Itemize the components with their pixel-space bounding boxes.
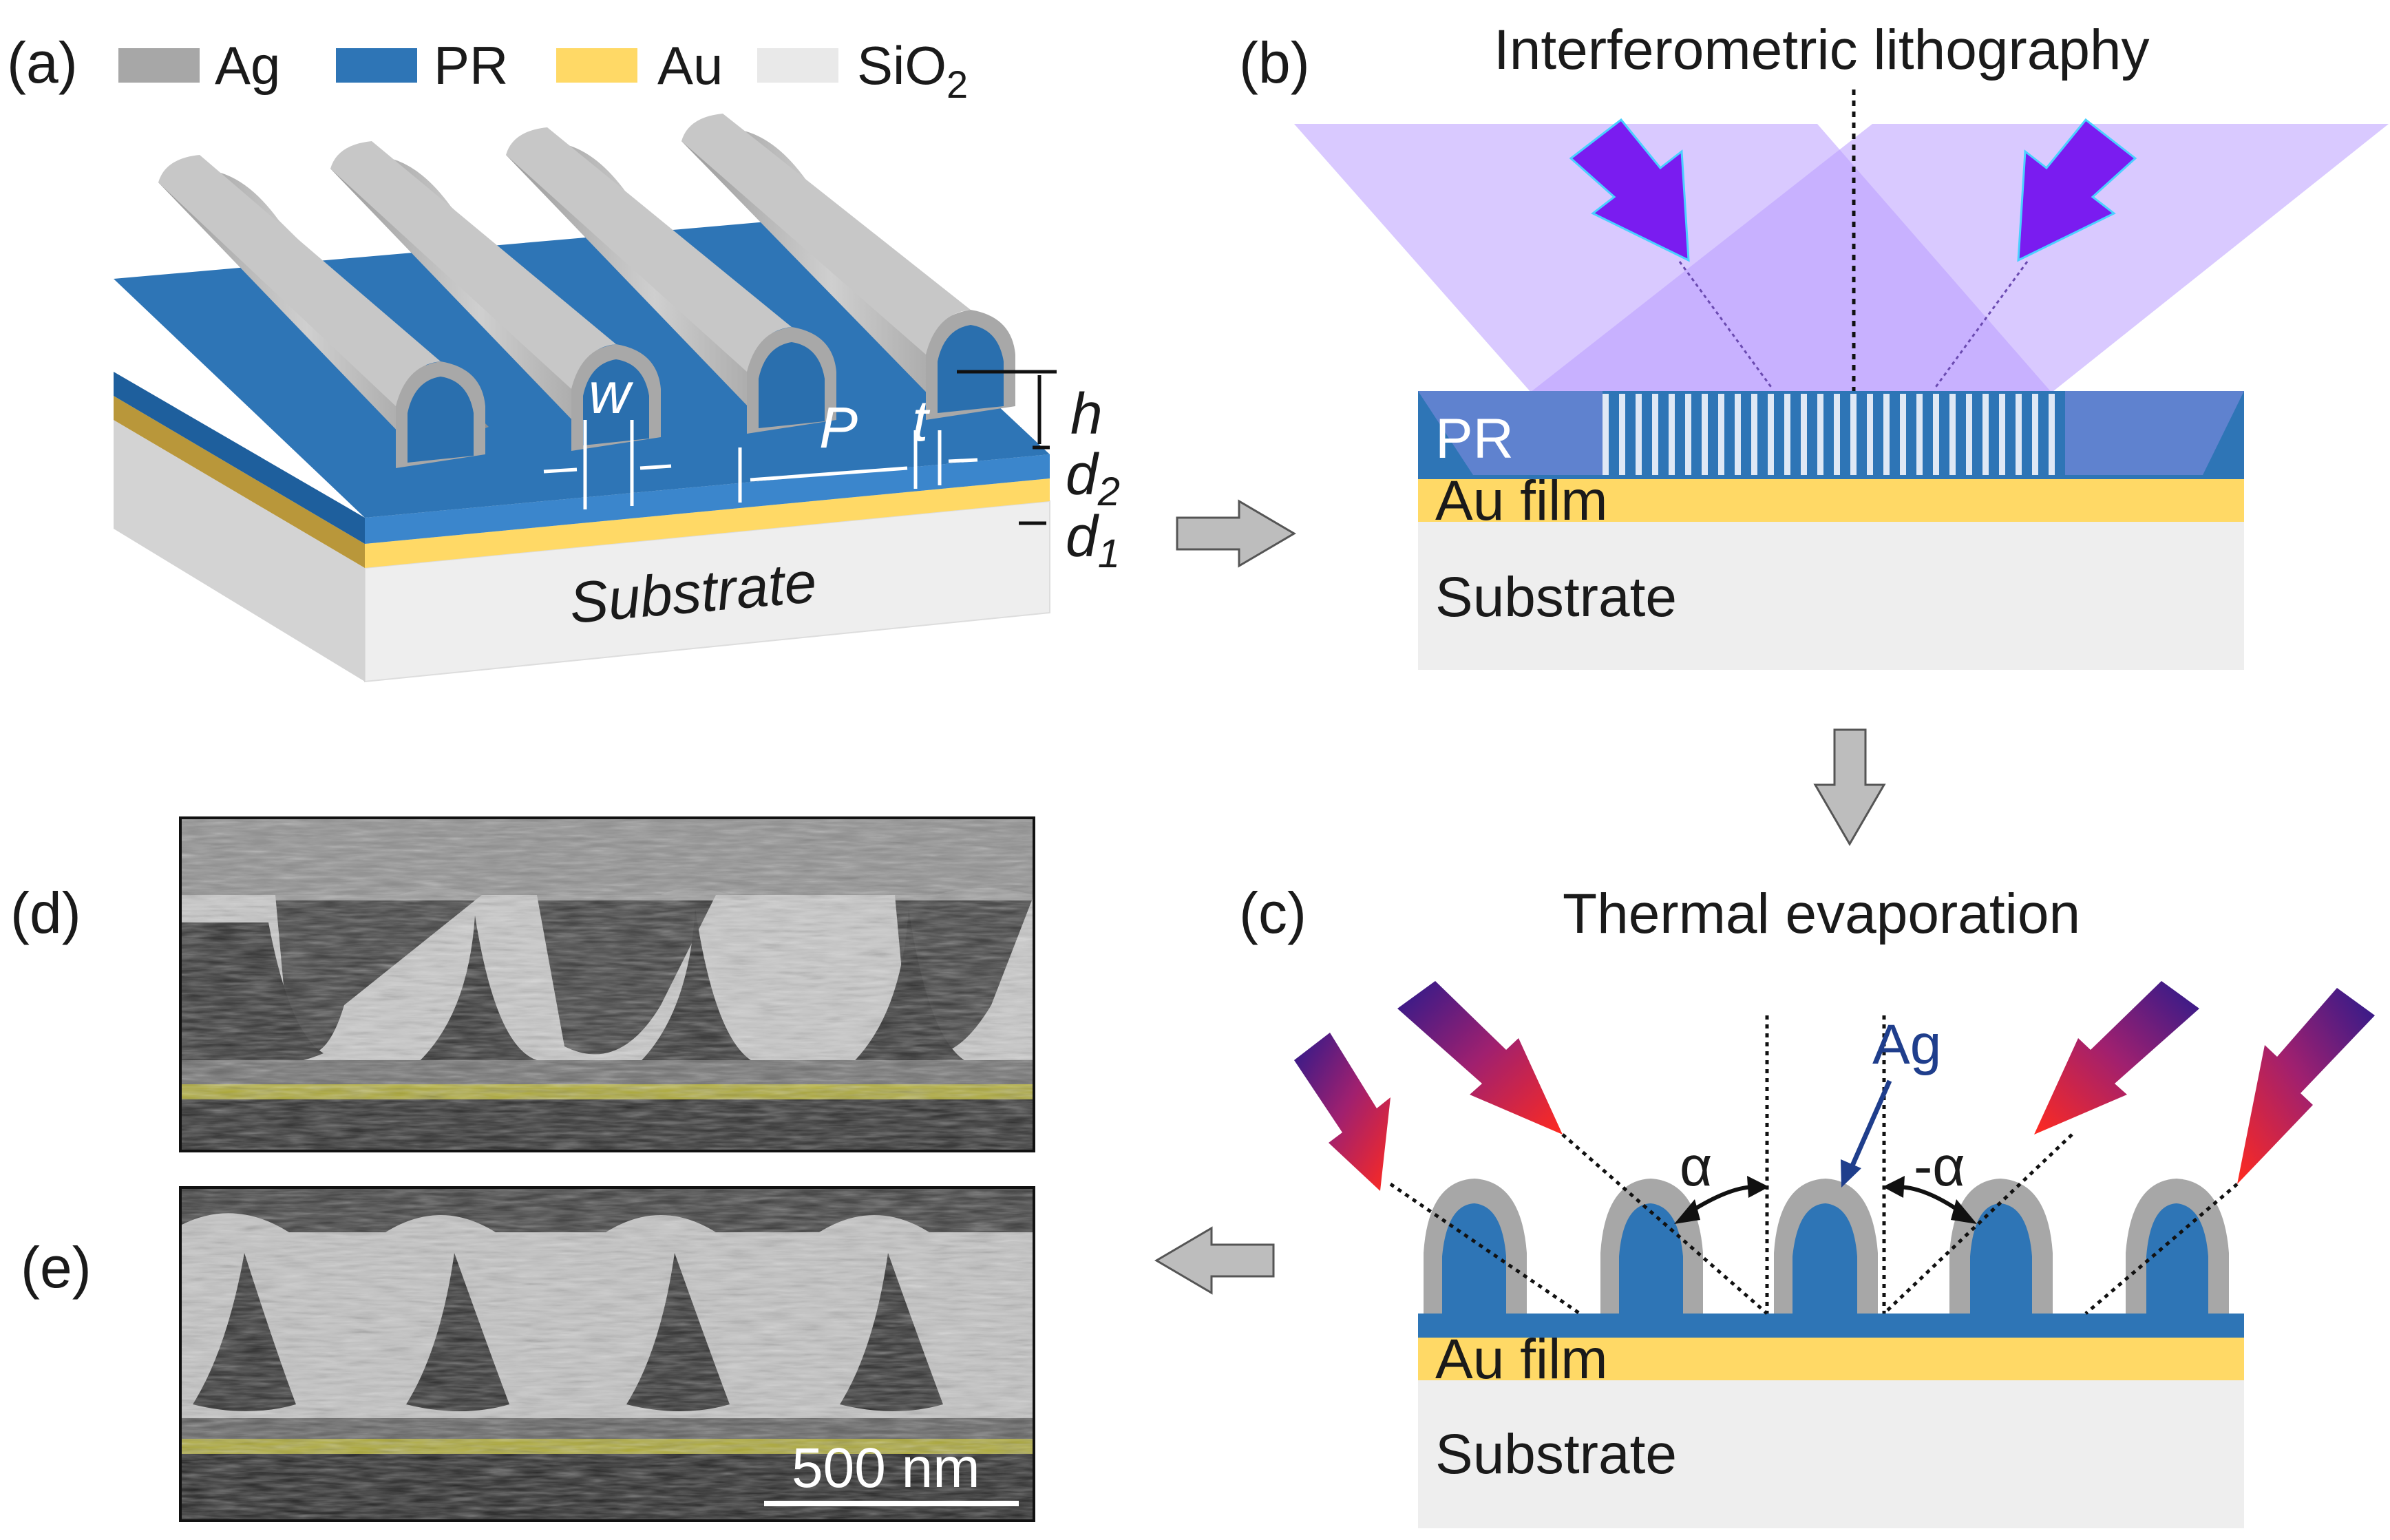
beam-overlap-right: [2065, 391, 2244, 475]
panel-d: (d): [10, 816, 1035, 1152]
substrate-side: [114, 420, 365, 682]
dim-d2: d2: [1066, 442, 1120, 514]
ray-right: [1933, 261, 2029, 390]
panel-b: (b) Interferometric lithography PR Au fi…: [1239, 19, 2389, 670]
ag-label: Ag: [1872, 1013, 1941, 1076]
alpha-label: α: [1680, 1135, 1712, 1198]
coated-ridge-1: [1424, 1179, 1527, 1314]
legend-swatch-ag: [118, 48, 200, 83]
panel-b-label: (b): [1239, 30, 1310, 95]
substrate-label: Substrate: [1435, 566, 1677, 629]
ray-guides: [1389, 1015, 2239, 1316]
scale-bar-label: 500 nm: [792, 1437, 980, 1499]
au-film-layer: [1418, 479, 2244, 522]
sem-frame-e: [179, 1186, 1035, 1522]
panel-c-title: Thermal evaporation: [1563, 883, 2080, 945]
panel-a-label: (a): [7, 30, 78, 95]
ag-ridge-3: [506, 127, 836, 434]
dim-h: h: [1070, 381, 1103, 446]
legend-label-pr: PR: [434, 35, 508, 96]
alpha-arc-left-head-2: [1747, 1176, 1769, 1198]
legend-swatch-pr: [336, 48, 417, 83]
pr-layer-side: [114, 372, 365, 544]
sem-image-e: [180, 1188, 1034, 1521]
substrate-label-c: Substrate: [1435, 1423, 1677, 1486]
dim-p: P: [819, 395, 858, 460]
coated-ridge-2: [1600, 1179, 1703, 1314]
au-layer-front: [365, 478, 1050, 568]
evap-arrow-4-icon: [2237, 988, 2375, 1184]
legend-label-sio2: SiO2: [857, 35, 968, 106]
beam-overlap-left: [1418, 391, 1603, 475]
au-film-label-c: Au film: [1435, 1328, 1608, 1391]
neg-alpha-label: -α: [1914, 1135, 1965, 1198]
legend-swatch-sio2: [757, 48, 838, 83]
alpha-arc-left-head-1: [1674, 1199, 1700, 1224]
legend-swatch-au: [556, 48, 637, 83]
pr-layer-front: [365, 454, 1050, 544]
substrate-layer: [1418, 522, 2244, 670]
panel-c: (c) Thermal evaporation Au film Substrat…: [1239, 880, 2375, 1528]
ag-pointer-head: [1841, 1159, 1861, 1188]
coated-ridges: [1424, 1179, 2229, 1314]
panel-b-title: Interferometric lithography: [1494, 19, 2150, 81]
dim-w: w: [589, 361, 634, 425]
arrow-down-icon: [1813, 728, 1886, 846]
legend: Ag PR Au SiO2: [118, 35, 968, 106]
pr-label: PR: [1435, 408, 1514, 470]
panel-c-label: (c): [1239, 880, 1307, 945]
ag-ridge-4: [681, 114, 1015, 420]
panel-d-label: (d): [10, 880, 81, 945]
panel-e: (e) 500 nm: [21, 1186, 1035, 1522]
light-beam-right: [1425, 124, 2389, 475]
ag-pointer: [1848, 1079, 1892, 1172]
scale-bar: [764, 1501, 1019, 1506]
panel-a: (a): [7, 30, 1120, 683]
ag-ridge-1: [158, 155, 489, 468]
incident-arrow-right-icon: [2017, 118, 2137, 262]
ag-ridge-2: [330, 141, 661, 451]
pr-base-layer: [1418, 1314, 2244, 1338]
legend-label-au: Au: [657, 35, 723, 96]
evap-arrow-3-icon: [2034, 981, 2199, 1135]
dimension-lines: [543, 420, 978, 509]
evap-arrow-1-icon: [1294, 1033, 1390, 1191]
incident-arrow-left-icon: [1569, 118, 1690, 262]
alpha-arc-right-head-2: [1951, 1199, 1977, 1224]
au-layer-side: [114, 396, 365, 568]
evap-arrow-2-icon: [1397, 981, 1563, 1135]
dim-t: t: [912, 388, 931, 453]
legend-label-ag: Ag: [215, 35, 280, 96]
sem-frame-d: [179, 816, 1035, 1152]
height-bracket: [957, 370, 1057, 525]
alpha-arc-right-head-1: [1883, 1176, 1905, 1198]
substrate-layer-c: [1418, 1380, 2244, 1528]
arrow-right-icon: [1176, 499, 1296, 568]
au-film-layer-c: [1418, 1338, 2244, 1380]
arrow-left-icon: [1154, 1226, 1275, 1295]
coated-ridge-3: [1774, 1179, 1878, 1314]
ray-left: [1678, 261, 1774, 390]
coated-ridge-4: [1949, 1179, 2053, 1314]
sem-image-d: [180, 818, 1034, 1151]
panel-e-label: (e): [21, 1235, 92, 1300]
au-film-label: Au film: [1435, 470, 1608, 532]
coated-ridge-5: [2126, 1179, 2229, 1314]
dim-d1: d1: [1066, 504, 1120, 576]
interference-fringes: [1603, 394, 2065, 475]
